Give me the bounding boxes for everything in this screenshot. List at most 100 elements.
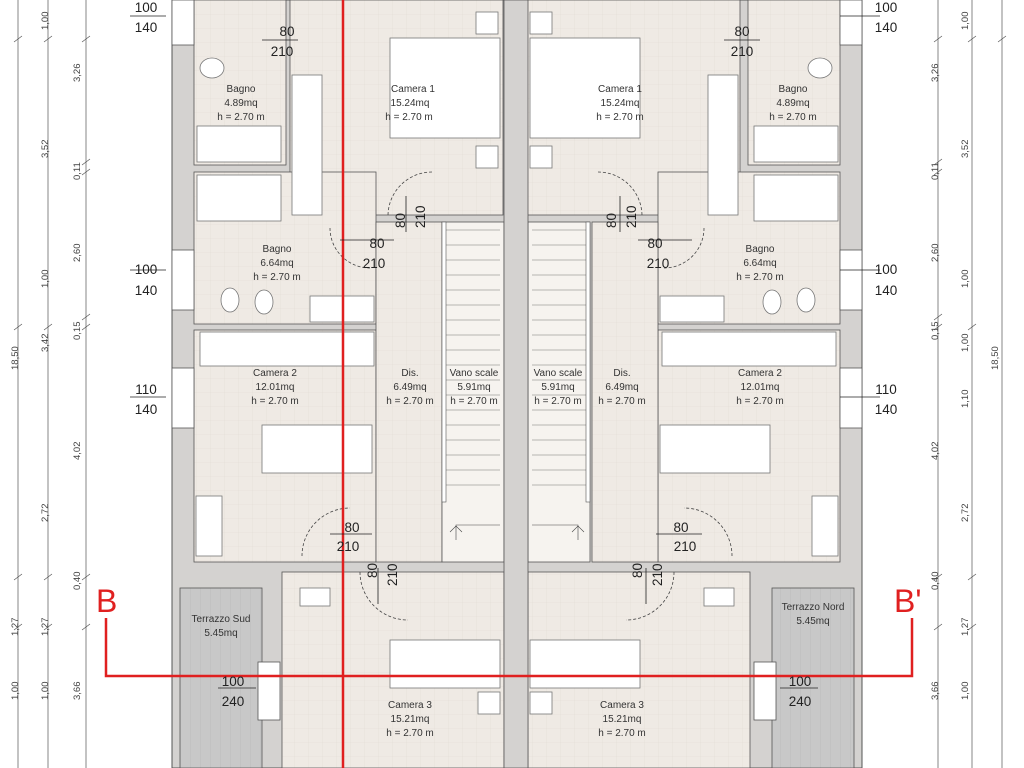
room-name: Dis. [613, 368, 630, 379]
window-height: 140 [875, 20, 898, 35]
dim-text: 18,50 [10, 346, 21, 370]
room-area: 4.89mq [776, 98, 809, 109]
dim-text: 1,00 [960, 682, 971, 701]
door-width: 80 [369, 236, 384, 251]
dim-text: 0,11 [930, 162, 941, 180]
door-width: 80 [673, 520, 688, 535]
room-height: h = 2.70 m [598, 396, 646, 407]
section-line [104, 0, 914, 768]
floor-dis-r [591, 221, 659, 563]
dim-text: 1,27 [960, 618, 971, 637]
door-width: 80 [279, 24, 294, 39]
party-wall [503, 0, 529, 768]
room-area: 6.64mq [260, 258, 293, 269]
dim-text: 1,27 [40, 618, 51, 637]
room-area: 15.21mq [391, 714, 430, 725]
room-name: Bagno [227, 84, 256, 95]
dim-text: 1,00 [10, 682, 21, 701]
window-width: 100 [789, 674, 812, 689]
floor-vano-l [441, 221, 505, 563]
door-width: 80 [647, 236, 662, 251]
door-height: 210 [647, 256, 670, 271]
room-height: h = 2.70 m [386, 728, 434, 739]
room-name: Camera 1 [598, 84, 642, 95]
window-height: 140 [135, 402, 158, 417]
door-height: 210 [363, 256, 386, 271]
dim-text: 0,40 [72, 572, 83, 591]
room-name: Bagno [746, 244, 775, 255]
room-name: Camera 3 [600, 700, 644, 711]
room-height: h = 2.70 m [736, 396, 784, 407]
furniture [195, 11, 839, 715]
door-height: 210 [413, 205, 428, 228]
door-height: 210 [674, 539, 697, 554]
window-width: 100 [875, 0, 898, 15]
door-height: 210 [271, 44, 294, 59]
room-height: h = 2.70 m [385, 112, 433, 123]
dim-text: 4,02 [72, 442, 83, 461]
dim-text: 0,15 [72, 322, 83, 341]
dim-text: 3,52 [960, 140, 971, 159]
bed-camera3-r [529, 639, 641, 689]
stairs [441, 221, 591, 540]
door-width: 80 [734, 24, 749, 39]
room-height: h = 2.70 m [596, 112, 644, 123]
dim-text: 1,27 [10, 618, 21, 637]
window-width: 100 [222, 674, 245, 689]
dim-text: 1,00 [40, 12, 51, 31]
door-width: 80 [604, 213, 619, 228]
room-name: Bagno [779, 84, 808, 95]
room-height: h = 2.70 m [251, 396, 299, 407]
door-height: 210 [385, 563, 400, 586]
room-name: Terrazzo Nord [782, 602, 845, 613]
dim-text: 0,15 [930, 322, 941, 341]
door-width: 80 [344, 520, 359, 535]
dimension-lines [13, 0, 1007, 768]
dim-text: 3,26 [930, 64, 941, 83]
door-width: 80 [630, 563, 645, 578]
dim-text: 1,00 [40, 270, 51, 289]
room-area: 4.89mq [224, 98, 257, 109]
room-area: 15.24mq [601, 98, 640, 109]
door-height: 210 [650, 563, 665, 586]
room-area: 5.45mq [796, 616, 829, 627]
dim-text: 3,42 [40, 334, 51, 353]
room-area: 15.24mq [391, 98, 430, 109]
bed-camera1-r [529, 37, 641, 139]
dim-text: 2,60 [72, 244, 83, 263]
door-width: 80 [393, 213, 408, 228]
room-name: Vano scale [534, 368, 583, 379]
floor-dis-l [375, 221, 443, 563]
window-width: 100 [135, 0, 158, 15]
dim-text: 0,40 [930, 572, 941, 591]
window-width: 100 [135, 262, 158, 277]
room-name: Camera 1 [391, 84, 435, 95]
room-height: h = 2.70 m [450, 396, 498, 407]
room-area: 12.01mq [256, 382, 295, 393]
bed-camera3-l [389, 639, 501, 689]
section-label-right: B' [894, 583, 921, 619]
room-area: 6.49mq [605, 382, 638, 393]
room-name: Terrazzo Sud [192, 614, 251, 625]
window-height: 140 [135, 20, 158, 35]
door-width: 80 [365, 563, 380, 578]
room-height: h = 2.70 m [534, 396, 582, 407]
room-area: 6.64mq [743, 258, 776, 269]
room-area: 5.91mq [541, 382, 574, 393]
room-name: Vano scale [450, 368, 499, 379]
floor-vano-r [527, 221, 591, 563]
room-name: Dis. [401, 368, 418, 379]
window-height: 140 [135, 283, 158, 298]
room-area: 6.49mq [393, 382, 426, 393]
dim-text: 4,02 [930, 442, 941, 461]
room-name: Bagno [263, 244, 292, 255]
section-label-left: B [96, 583, 117, 619]
dim-text: 3,66 [930, 682, 941, 701]
dim-text: 1,00 [40, 682, 51, 701]
dim-text: 1,00 [960, 270, 971, 289]
room-name: Camera 2 [738, 368, 782, 379]
dim-text: 0,11 [72, 162, 83, 180]
dim-text: 1,10 [960, 390, 971, 409]
room-area: 5.91mq [457, 382, 490, 393]
